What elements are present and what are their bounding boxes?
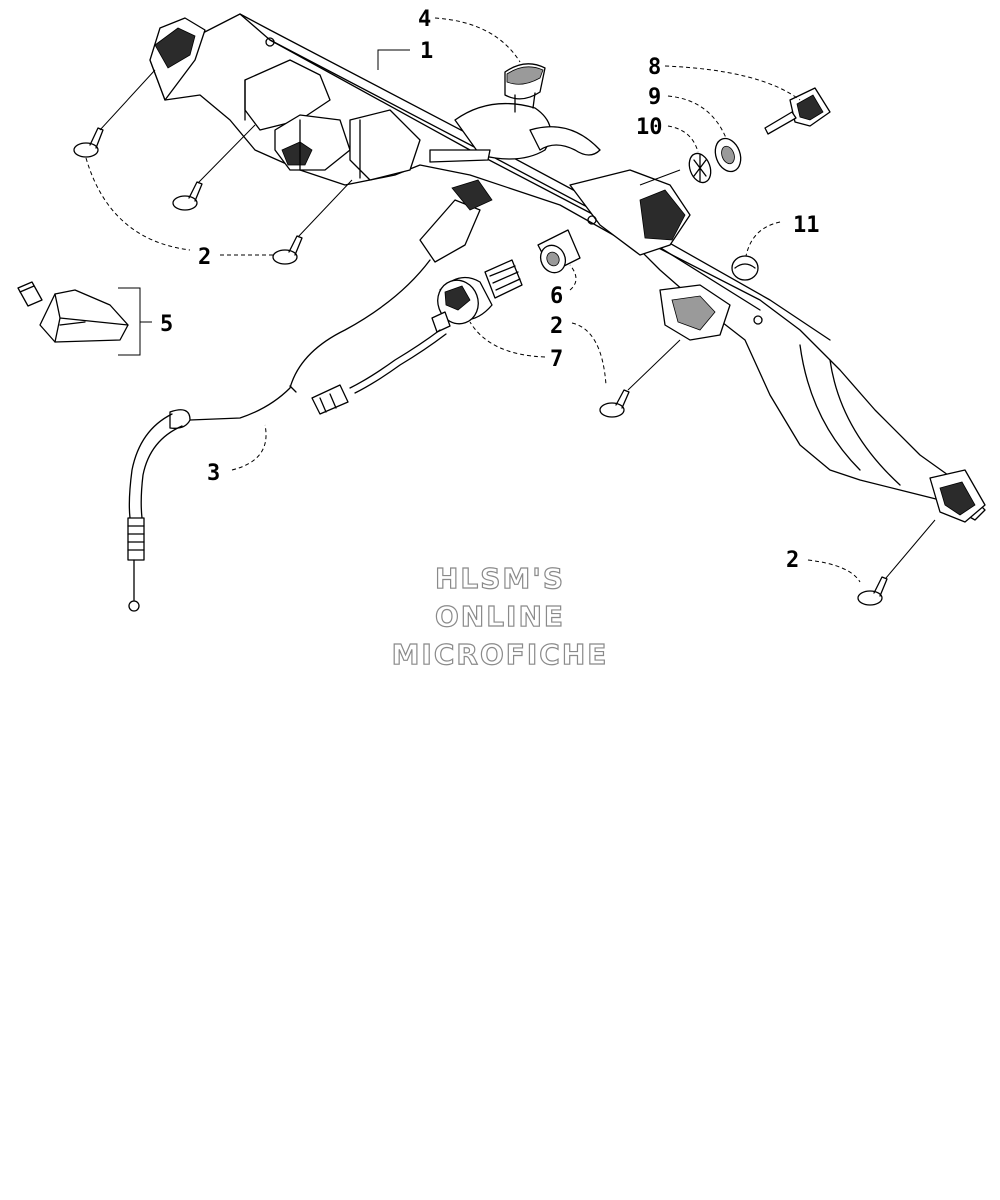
callout-2: 2 (786, 548, 799, 573)
ignition-switch (311, 259, 523, 415)
screw-1 (73, 127, 104, 158)
console-housing (149, 13, 986, 523)
callout-11: 11 (793, 213, 820, 238)
choke-knob (504, 63, 546, 113)
screw-5 (857, 576, 888, 606)
callout-8: 8 (648, 55, 661, 80)
bracket-kit (17, 281, 152, 356)
callout-10: 10 (636, 115, 663, 140)
watermark-line-1: HLSM'S (435, 562, 565, 595)
callout-2: 2 (198, 245, 211, 270)
switch-washer (688, 152, 712, 184)
screw-3 (272, 235, 303, 265)
callout-5: 5 (160, 312, 173, 337)
watermark: HLSM'S ONLINE MICROFICHE (391, 561, 609, 671)
callout-9: 9 (648, 85, 661, 110)
hole-plug (731, 255, 759, 281)
callout-4: 4 (418, 7, 431, 32)
watermark-line-2: ONLINE (435, 600, 565, 633)
screw-2 (172, 181, 203, 211)
choke-cable (127, 179, 493, 612)
callout-2: 2 (550, 314, 563, 339)
leader-lines (85, 17, 936, 583)
callout-1: 1 (420, 39, 433, 64)
ignition-key (764, 87, 831, 135)
callout-6: 6 (550, 284, 563, 309)
callout-labels: 1 2 2 2 3 4 5 6 7 8 9 10 11 (160, 7, 820, 573)
switch-bushing (537, 229, 581, 274)
callout-3: 3 (207, 461, 220, 486)
watermark-line-3: MICROFICHE (392, 638, 609, 671)
screw-4 (599, 389, 630, 418)
switch-nut (714, 137, 742, 173)
callout-7: 7 (550, 347, 563, 372)
